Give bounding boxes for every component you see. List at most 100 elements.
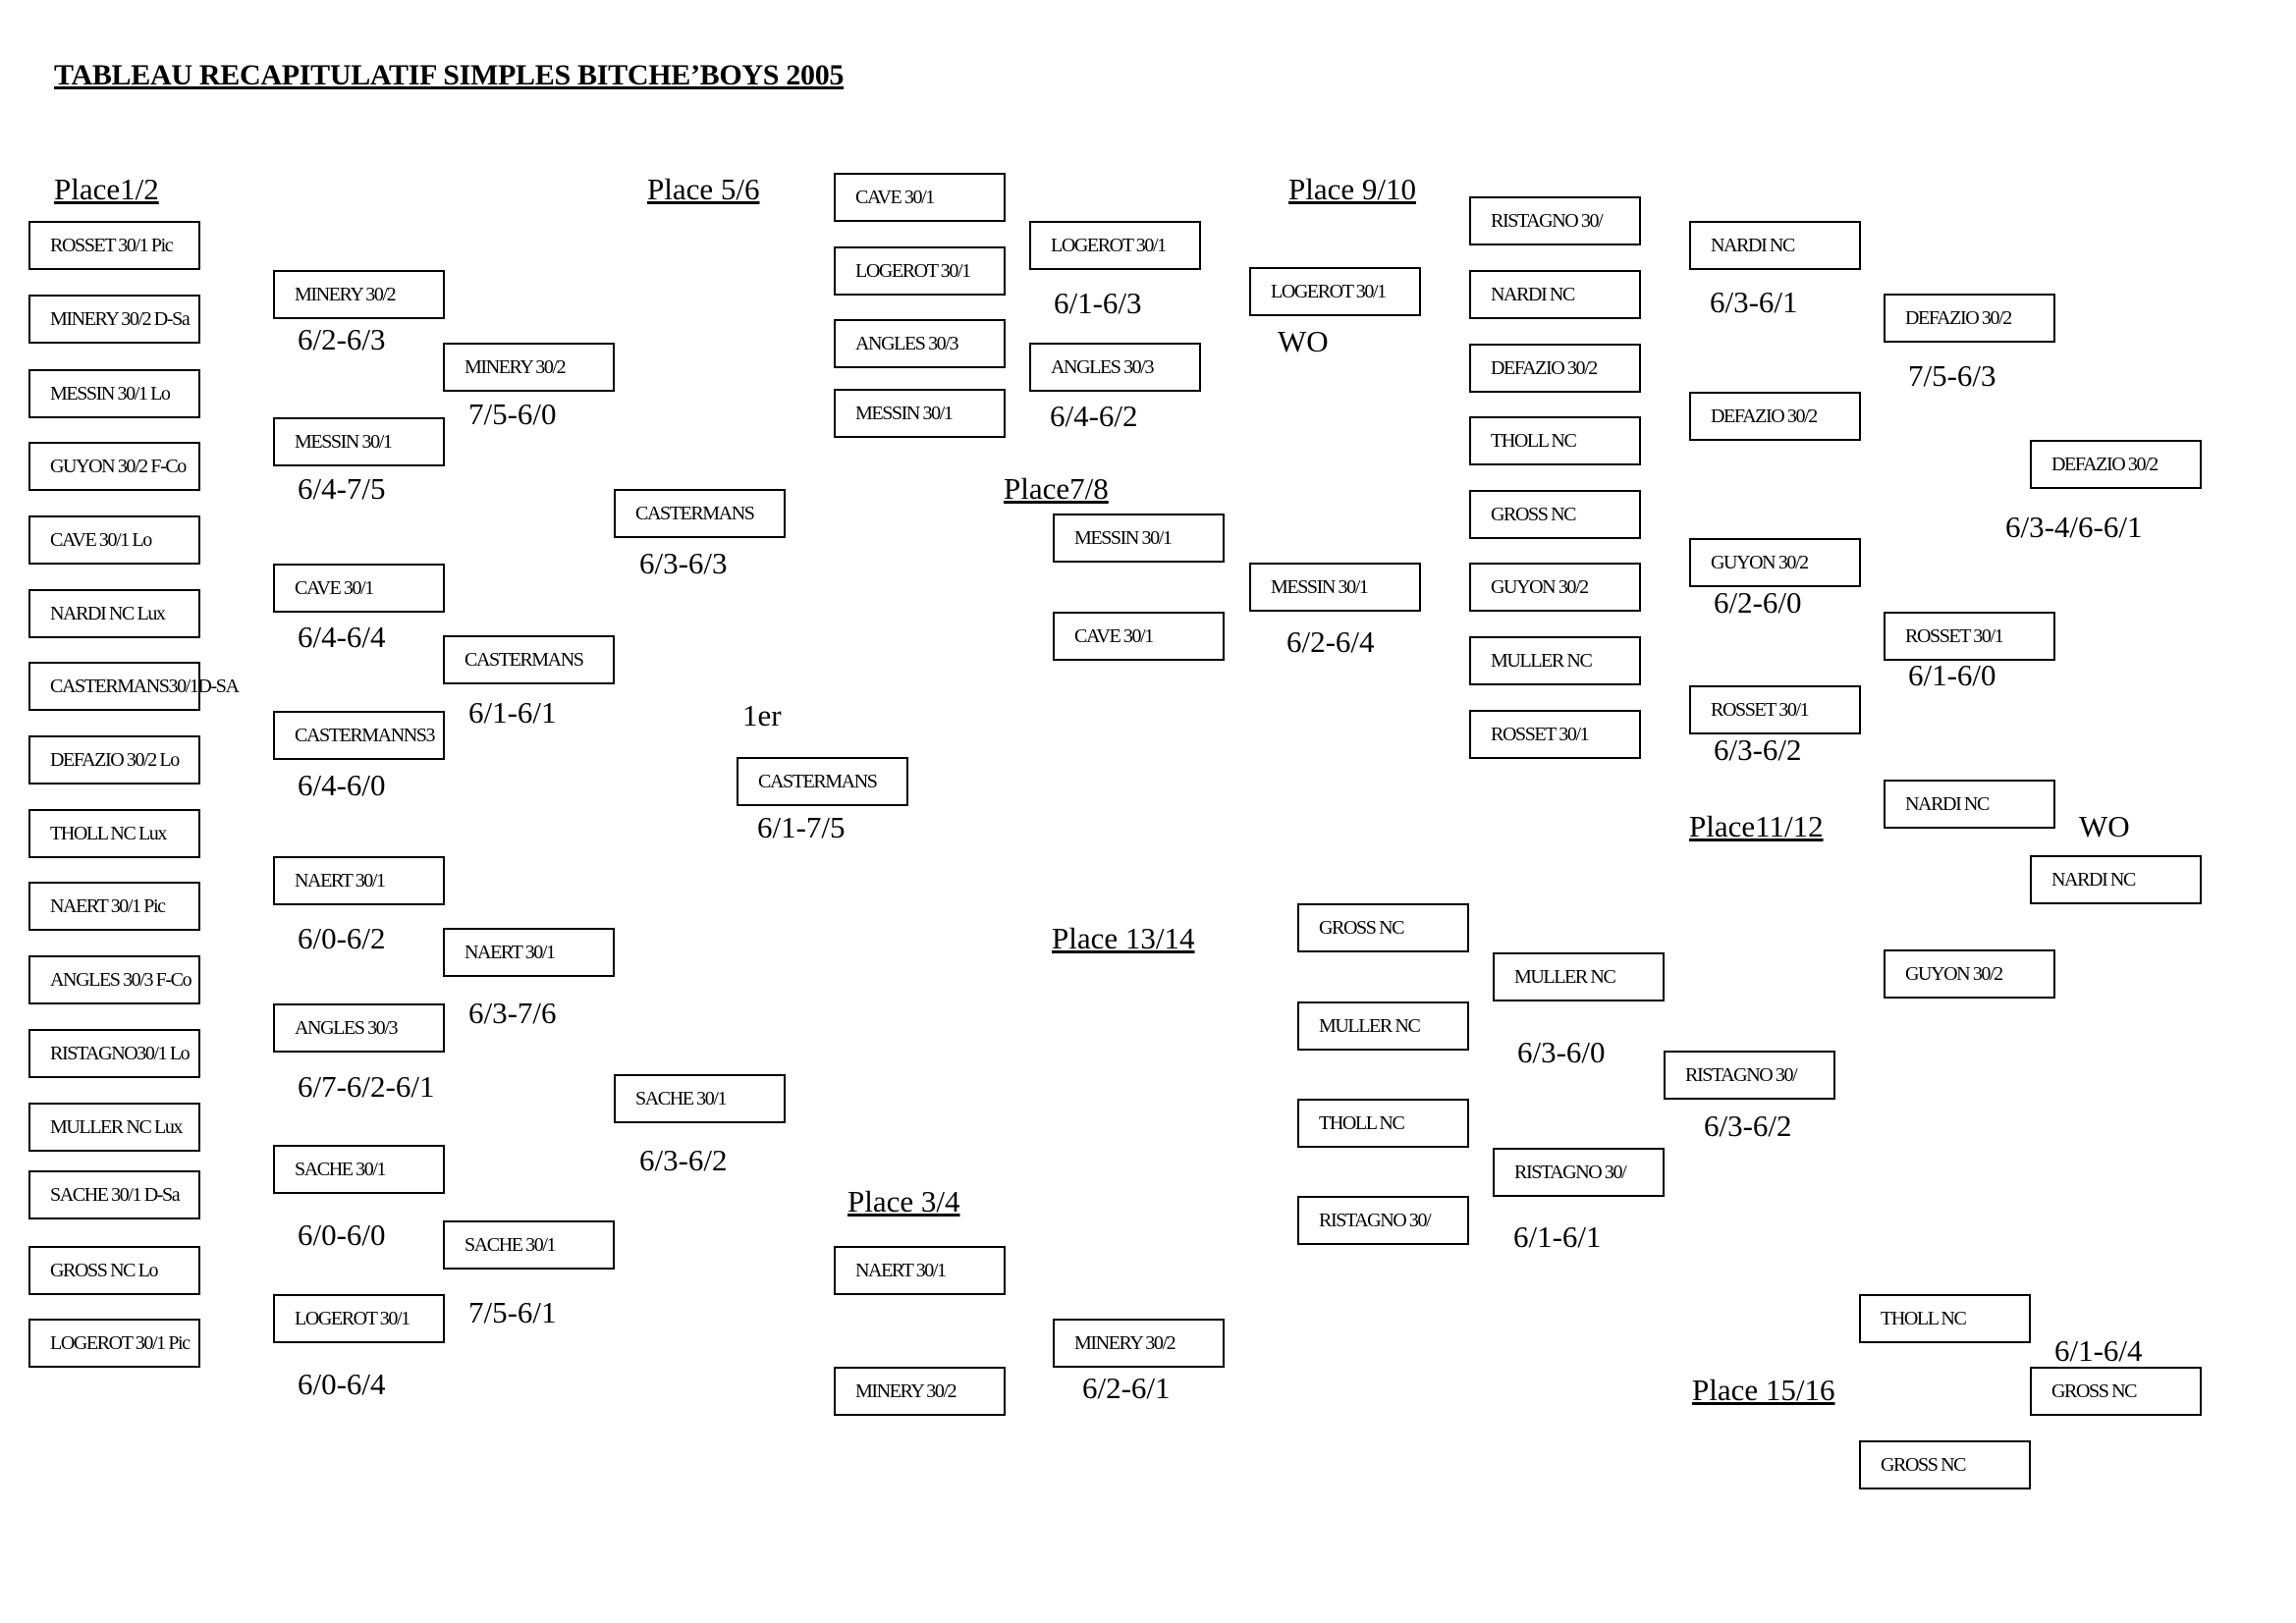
match-winner-box: ANGLES 30/3 <box>273 1003 445 1053</box>
match-winner-box: MINERY 30/2 <box>443 343 615 392</box>
match-score: 6/2-6/4 <box>1286 624 1375 659</box>
match-score: 6/1-6/1 <box>468 695 557 730</box>
match-winner-box: RISTAGNO 30/ <box>1493 1148 1665 1197</box>
final-score: 6/1-7/5 <box>757 810 846 844</box>
match-score: 7/5-6/0 <box>468 397 557 431</box>
match-score: 7/5-6/1 <box>468 1295 557 1329</box>
match-score: 6/3-7/6 <box>468 996 557 1030</box>
entrant-box: RISTAGNO30/1 Lo <box>28 1029 200 1078</box>
match-winner-box: ANGLES 30/3 <box>1029 343 1201 392</box>
match-winner-box: CAVE 30/1 <box>273 564 445 613</box>
match-winner-box: MINERY 30/2 <box>1053 1319 1225 1368</box>
heading-place-15-16: Place 15/16 <box>1692 1373 1835 1407</box>
match-winner-box: GUYON 30/2 <box>1689 538 1861 587</box>
match-winner-box: LOGEROT 30/1 <box>1029 221 1201 270</box>
match-winner-box: MESSIN 30/1 <box>273 417 445 466</box>
entrant-box: GROSS NC <box>1297 903 1469 952</box>
entrant-box: CAVE 30/1 <box>834 173 1006 222</box>
match-winner-box: MULLER NC <box>1493 952 1665 1001</box>
match-score: 6/1-6/4 <box>2054 1333 2143 1368</box>
match-score: 6/3-6/3 <box>639 546 728 580</box>
entrant-box: NARDI NC Lux <box>28 589 200 638</box>
match-score: 6/2-6/3 <box>298 322 386 356</box>
match-winner-box: GROSS NC <box>2030 1367 2202 1416</box>
match-winner-box: LOGEROT 30/1 <box>1249 267 1421 316</box>
match-score: 6/4-6/2 <box>1050 399 1138 433</box>
entrant-box: ROSSET 30/1 <box>1469 710 1641 759</box>
match-winner-box: RISTAGNO 30/ <box>1664 1051 1835 1100</box>
entrant-box: NAERT 30/1 Pic <box>28 882 200 931</box>
entrant-box: MESSIN 30/1 Lo <box>28 369 200 418</box>
match-score: 6/0-6/2 <box>298 921 386 955</box>
match-score: 6/1-6/0 <box>1908 658 1996 692</box>
entrant-box: THOLL NC <box>1297 1099 1469 1148</box>
match-score: 6/3-6/1 <box>1710 285 1798 319</box>
entrant-box: MULLER NC Lux <box>28 1103 200 1152</box>
entrant-box: MULLER NC <box>1469 636 1641 685</box>
entrant-box: DEFAZIO 30/2 Lo <box>28 735 200 784</box>
match-score: 6/2-6/0 <box>1714 585 1802 620</box>
entrant-box: MULLER NC <box>1297 1001 1469 1051</box>
entrant-box: GROSS NC <box>1859 1440 2031 1489</box>
match-score: 6/4-7/5 <box>298 471 386 506</box>
match-winner-box: DEFAZIO 30/2 <box>1884 294 2055 343</box>
match-score: 6/1-6/3 <box>1054 286 1142 320</box>
heading-place-3-4: Place 3/4 <box>847 1184 960 1218</box>
match-winner-box: SACHE 30/1 <box>273 1145 445 1194</box>
match-winner-box: CASTERMANNS3 <box>273 711 445 760</box>
match-winner-box: LOGEROT 30/1 <box>273 1294 445 1343</box>
entrant-box: GUYON 30/2 F-Co <box>28 442 200 491</box>
entrant-box: ANGLES 30/3 <box>834 319 1006 368</box>
match-winner-box: SACHE 30/1 <box>614 1074 786 1123</box>
match-score: 6/0-6/4 <box>298 1367 386 1401</box>
heading-place-7-8: Place7/8 <box>1004 471 1109 506</box>
entrant-box: THOLL NC <box>1469 416 1641 465</box>
match-score: 6/1-6/1 <box>1513 1219 1602 1254</box>
match-winner-box: CASTERMANS <box>614 489 786 538</box>
match-score: 6/3-4/6-6/1 <box>2005 510 2143 544</box>
match-score: 6/3-6/2 <box>1704 1109 1792 1143</box>
match-winner-box: NAERT 30/1 <box>273 856 445 905</box>
page-title: TABLEAU RECAPITULATIF SIMPLES BITCHE’BOY… <box>54 59 845 91</box>
match-score: 6/0-6/0 <box>298 1217 386 1252</box>
match-winner-box: ROSSET 30/1 <box>1689 685 1861 734</box>
heading-place-1-2: Place1/2 <box>54 172 159 206</box>
match-score: 6/3-6/0 <box>1517 1035 1606 1069</box>
entrant-box: LOGEROT 30/1 <box>834 246 1006 296</box>
match-winner-box: MESSIN 30/1 <box>1249 563 1421 612</box>
walkover-note: WO <box>2079 809 2130 843</box>
entrant-box: MINERY 30/2 <box>834 1367 1006 1416</box>
entrant-box: THOLL NC <box>1859 1294 2031 1343</box>
entrant-box: GROSS NC <box>1469 490 1641 539</box>
heading-place-9-10: Place 9/10 <box>1288 172 1416 206</box>
champion-box: CASTERMANS <box>737 757 908 806</box>
entrant-box: SACHE 30/1 D-Sa <box>28 1170 200 1219</box>
entrant-box: MESSIN 30/1 <box>834 389 1006 438</box>
heading-place-5-6: Place 5/6 <box>647 172 760 206</box>
entrant-box: RISTAGNO 30/ <box>1297 1196 1469 1245</box>
heading-place-11-12: Place11/12 <box>1689 809 1824 843</box>
entrant-box: RISTAGNO 30/ <box>1469 196 1641 245</box>
match-score: 6/3-6/2 <box>639 1143 728 1177</box>
match-winner-box: ROSSET 30/1 <box>1884 612 2055 661</box>
match-winner-box: NARDI NC <box>1689 221 1861 270</box>
match-winner-box: NARDI NC <box>2030 855 2202 904</box>
match-winner-box: NAERT 30/1 <box>443 928 615 977</box>
entrant-box: CAVE 30/1 Lo <box>28 515 200 565</box>
entrant-box: MINERY 30/2 D-Sa <box>28 295 200 344</box>
entrant-box: DEFAZIO 30/2 <box>1469 344 1641 393</box>
match-winner-box: SACHE 30/1 <box>443 1220 615 1270</box>
walkover-note: WO <box>1278 324 1329 358</box>
match-score: 6/2-6/1 <box>1082 1371 1171 1405</box>
entrant-box: NAERT 30/1 <box>834 1246 1006 1295</box>
match-winner-box: DEFAZIO 30/2 <box>2030 440 2202 489</box>
match-score: 6/4-6/4 <box>298 620 386 654</box>
entrant-box: GROSS NC Lo <box>28 1246 200 1295</box>
match-score: 6/7-6/2-6/1 <box>298 1069 435 1104</box>
entrant-box: LOGEROT 30/1 Pic <box>28 1319 200 1368</box>
entrant-box: ROSSET 30/1 Pic <box>28 221 200 270</box>
entrant-box: CASTERMANS30/1D-SA <box>28 662 240 711</box>
match-score: 6/3-6/2 <box>1714 732 1802 767</box>
entrant-box: NARDI NC <box>1469 270 1641 319</box>
